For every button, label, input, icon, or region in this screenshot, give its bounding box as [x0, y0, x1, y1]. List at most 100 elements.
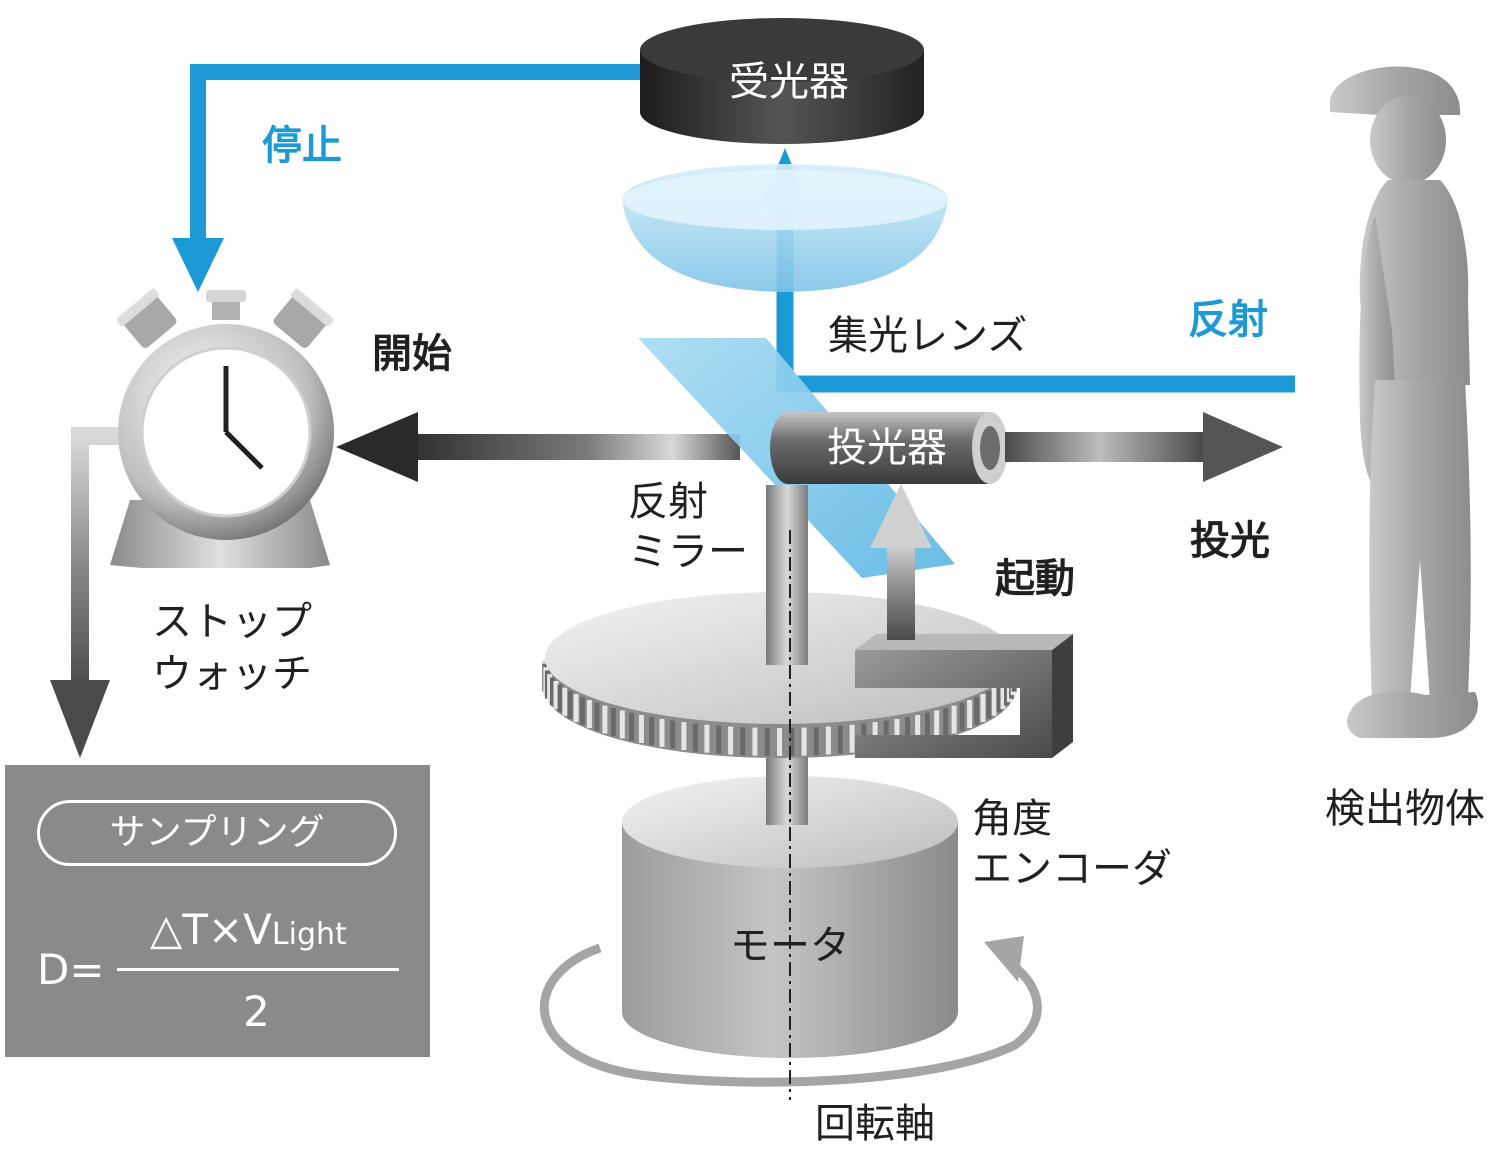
encoder-tooth — [728, 726, 734, 755]
condensing-lens-top — [622, 170, 948, 230]
encoder-label-line2: エンコーダ — [972, 846, 1172, 892]
stopwatch-right-button — [273, 288, 334, 348]
mirror-label-line1: 反射 — [628, 479, 708, 525]
sampling-output-arrowhead — [50, 680, 110, 758]
reflection-label: 反射 — [1188, 297, 1268, 343]
stop-signal-path — [190, 64, 640, 250]
encoder-tooth — [579, 697, 585, 725]
encoder-tooth — [670, 720, 676, 749]
encoder-tooth — [602, 705, 608, 734]
encoder-tooth — [619, 710, 625, 739]
encoder-tooth — [837, 725, 843, 754]
trigger-label: 起動 — [995, 556, 1075, 602]
formula-numerator: △T×VLight — [150, 905, 347, 954]
encoder-tooth — [557, 684, 563, 713]
encoder-tooth — [986, 690, 992, 719]
encoder-tooth — [915, 715, 921, 743]
rotation-axis-label: 回転軸 — [815, 1101, 935, 1147]
projector-lens-inner — [980, 426, 1000, 470]
stopwatch-crown-cap — [206, 290, 246, 302]
sampling-formula-box: サンプリング D= △T×VLight 2 — [5, 765, 430, 1057]
formula-fraction-bar — [117, 968, 399, 971]
start-label: 開始 — [372, 331, 452, 377]
encoder-tooth — [951, 705, 957, 734]
projection-label: 投光 — [1190, 518, 1270, 564]
encoder-tooth — [629, 712, 635, 741]
formula-numerator-subscript: Light — [271, 917, 347, 952]
encoder-tooth — [801, 727, 807, 756]
stopwatch-hand-hour — [224, 430, 264, 470]
encoder-tooth — [649, 717, 654, 745]
stopwatch — [110, 288, 334, 568]
encoder-tooth — [553, 681, 559, 709]
encoder-tooth — [967, 700, 973, 728]
stop-label: 停止 — [262, 123, 342, 169]
encoder-tooth — [764, 727, 770, 756]
trigger-signal-bar — [887, 540, 915, 640]
encoder-tooth — [943, 708, 949, 737]
target-object-label: 検出物体 — [1325, 786, 1485, 832]
encoder-tooth — [692, 723, 698, 752]
encoder-tooth — [704, 724, 710, 753]
receiver-top — [640, 18, 924, 82]
projector-label: 投光器 — [827, 425, 947, 471]
person-head — [1370, 96, 1446, 184]
encoder-label-line1: 角度 — [972, 796, 1052, 842]
sampling-badge: サンプリング — [37, 800, 397, 866]
encoder-sensor-side — [1052, 634, 1073, 758]
person-legs — [1369, 380, 1471, 700]
rotation-arc — [539, 943, 1042, 1087]
projection-bar — [1005, 432, 1215, 462]
encoder-tooth — [752, 727, 758, 756]
start-signal-bar — [400, 434, 740, 460]
start-signal-arrowhead — [336, 412, 418, 482]
condensing-lens-label: 集光レンズ — [828, 313, 1028, 359]
formula-numerator-main: △T×V — [150, 905, 272, 954]
encoder-tooth — [905, 717, 910, 745]
encoder-tooth — [1004, 677, 1009, 706]
encoder-tooth — [659, 718, 665, 747]
person-shoes — [1347, 691, 1478, 738]
formula-denominator: 2 — [243, 987, 270, 1036]
motor-shaft — [766, 755, 808, 825]
projector-body — [770, 412, 990, 484]
encoder-tooth — [681, 722, 687, 751]
stopwatch-crown — [212, 298, 240, 320]
encoder-tooth — [1000, 681, 1006, 709]
encoder-tooth — [789, 727, 795, 756]
encoder-tooth — [586, 700, 592, 728]
encoder-tooth — [924, 712, 930, 741]
encoder-tooth — [825, 726, 831, 755]
stopwatch-label-line1: ストップ — [152, 599, 312, 645]
encoder-tooth — [777, 728, 782, 756]
detected-person — [1330, 66, 1478, 738]
encoder-tooth — [849, 724, 855, 753]
projection-arrowhead — [1203, 412, 1283, 482]
trigger-signal-arrowhead — [870, 484, 932, 548]
encoder-tooth — [573, 694, 579, 722]
rotation-arrowhead — [984, 936, 1024, 982]
stopwatch-left-button — [116, 288, 177, 348]
encoder-tooth — [610, 708, 616, 737]
encoder-tooth — [894, 718, 900, 747]
encoder-sensor-face — [855, 650, 1052, 758]
encoder-tooth — [594, 702, 600, 731]
encoder-tooth — [974, 697, 980, 725]
receiver-label: 受光器 — [729, 59, 849, 105]
motor-label: モータ — [730, 923, 850, 969]
encoder-tooth — [883, 720, 889, 749]
encoder-tooth — [567, 690, 573, 719]
encoder-tooth — [813, 727, 819, 756]
encoder-tooth — [996, 684, 1002, 713]
encoder-tooth — [980, 694, 986, 722]
encoder-tooth — [547, 674, 553, 703]
encoder-tooth — [562, 687, 568, 716]
encoder-tooth — [959, 702, 965, 731]
encoder-tooth — [716, 725, 722, 754]
encoder-tooth — [638, 715, 644, 743]
mirror-shaft — [766, 485, 808, 665]
mirror-label-line2: ミラー — [628, 529, 748, 575]
formula-lhs: D= — [37, 945, 105, 994]
stop-signal-arrowhead — [172, 238, 224, 292]
